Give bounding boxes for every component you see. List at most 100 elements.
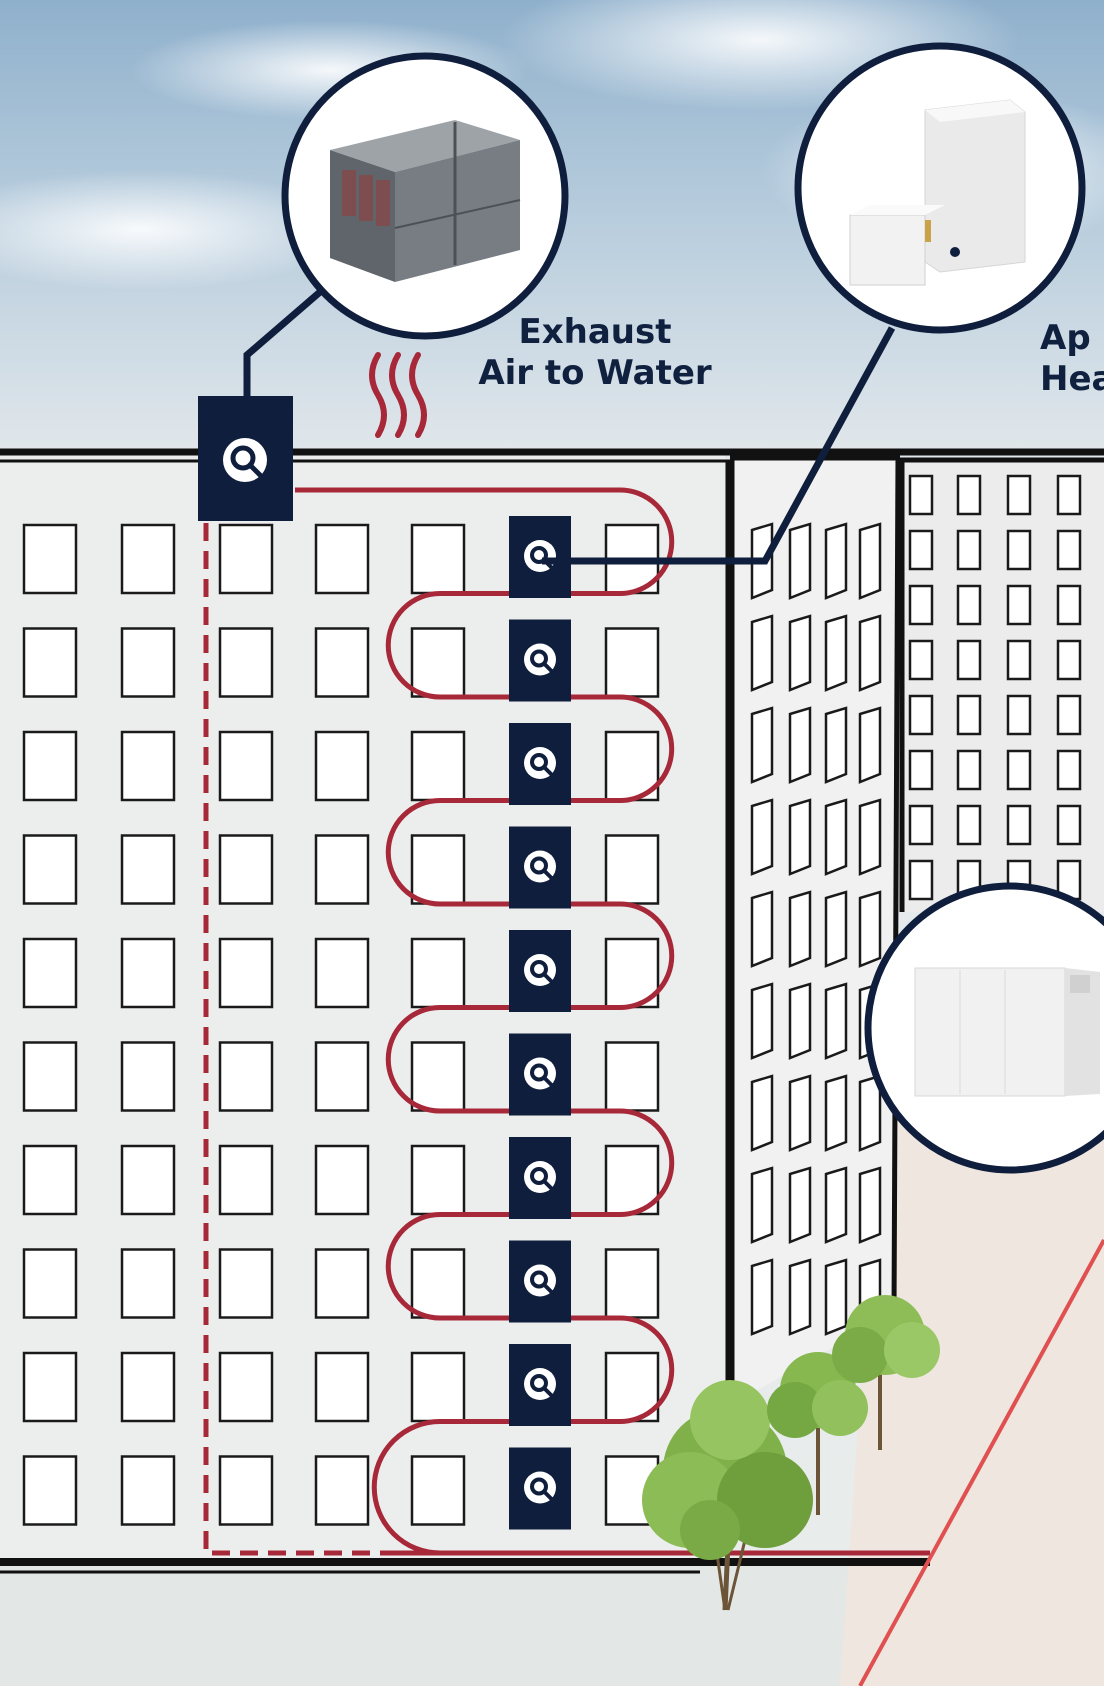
- window: [122, 732, 174, 800]
- riser-unit-4[interactable]: [509, 827, 571, 909]
- window: [220, 939, 272, 1007]
- window: [316, 836, 368, 904]
- window: [122, 1250, 174, 1318]
- exhaust-label-line1: Exhaust: [470, 312, 720, 353]
- window: [958, 806, 980, 844]
- window: [958, 476, 980, 514]
- window: [122, 836, 174, 904]
- window: [412, 525, 464, 593]
- window: [752, 616, 772, 690]
- window: [910, 531, 932, 569]
- window: [1058, 806, 1080, 844]
- window: [910, 806, 932, 844]
- window: [826, 1168, 846, 1242]
- window: [1008, 531, 1030, 569]
- window: [412, 1043, 464, 1111]
- window: [752, 984, 772, 1058]
- riser-unit-8[interactable]: [509, 1241, 571, 1323]
- window: [220, 1353, 272, 1421]
- window: [122, 1353, 174, 1421]
- window: [1058, 476, 1080, 514]
- window: [752, 1076, 772, 1150]
- window: [1058, 751, 1080, 789]
- window: [220, 732, 272, 800]
- window: [790, 1076, 810, 1150]
- window: [826, 524, 846, 598]
- window: [220, 1043, 272, 1111]
- roof-unit[interactable]: [198, 396, 293, 521]
- window: [958, 751, 980, 789]
- side-building-middle: [714, 458, 900, 1420]
- riser-unit-3[interactable]: [509, 723, 571, 805]
- window: [790, 616, 810, 690]
- riser-unit-1[interactable]: [509, 516, 571, 598]
- riser-unit-6[interactable]: [509, 1034, 571, 1116]
- window: [790, 892, 810, 966]
- window: [220, 1250, 272, 1318]
- window: [1058, 586, 1080, 624]
- window: [958, 696, 980, 734]
- window: [24, 939, 76, 1007]
- window: [860, 616, 880, 690]
- window: [24, 1457, 76, 1525]
- window: [316, 629, 368, 697]
- riser-unit-2[interactable]: [509, 620, 571, 702]
- window: [220, 836, 272, 904]
- window: [24, 1043, 76, 1111]
- window: [1008, 476, 1030, 514]
- window: [316, 1043, 368, 1111]
- window: [910, 586, 932, 624]
- window: [412, 939, 464, 1007]
- window: [826, 800, 846, 874]
- background-building-right: [900, 460, 1104, 912]
- window: [826, 616, 846, 690]
- apartment-label-line2: Hea: [1040, 359, 1104, 400]
- window: [606, 629, 658, 697]
- window: [752, 1260, 772, 1334]
- window: [316, 1146, 368, 1214]
- apartment-heat-pump-callout[interactable]: [798, 46, 1082, 330]
- window: [860, 1076, 880, 1150]
- window: [1008, 641, 1030, 679]
- window: [752, 892, 772, 966]
- exhaust-air-to-water-label: Exhaust Air to Water: [470, 312, 720, 394]
- exhaust-air-unit-callout[interactable]: [285, 56, 565, 336]
- window: [860, 524, 880, 598]
- riser-unit-10[interactable]: [509, 1448, 571, 1530]
- window: [1008, 586, 1030, 624]
- window: [910, 751, 932, 789]
- window: [412, 1353, 464, 1421]
- window: [412, 1250, 464, 1318]
- window: [606, 1250, 658, 1318]
- window: [412, 1457, 464, 1525]
- window: [752, 1168, 772, 1242]
- window: [826, 1076, 846, 1150]
- window: [220, 1146, 272, 1214]
- window: [24, 629, 76, 697]
- riser-unit-7[interactable]: [509, 1137, 571, 1219]
- window: [860, 1168, 880, 1242]
- window: [316, 732, 368, 800]
- window: [790, 1168, 810, 1242]
- window: [752, 708, 772, 782]
- riser-unit-5[interactable]: [509, 930, 571, 1012]
- window: [1008, 696, 1030, 734]
- window: [316, 1353, 368, 1421]
- riser-unit-9[interactable]: [509, 1344, 571, 1426]
- window: [122, 939, 174, 1007]
- window: [1058, 641, 1080, 679]
- window: [826, 1260, 846, 1334]
- window: [752, 800, 772, 874]
- window: [24, 525, 76, 593]
- window: [790, 800, 810, 874]
- window: [1058, 531, 1080, 569]
- window: [220, 525, 272, 593]
- window: [910, 641, 932, 679]
- window: [122, 1043, 174, 1111]
- window: [958, 641, 980, 679]
- window: [790, 708, 810, 782]
- indoor-unit-image: [915, 968, 1100, 1096]
- window: [122, 1146, 174, 1214]
- window: [316, 1250, 368, 1318]
